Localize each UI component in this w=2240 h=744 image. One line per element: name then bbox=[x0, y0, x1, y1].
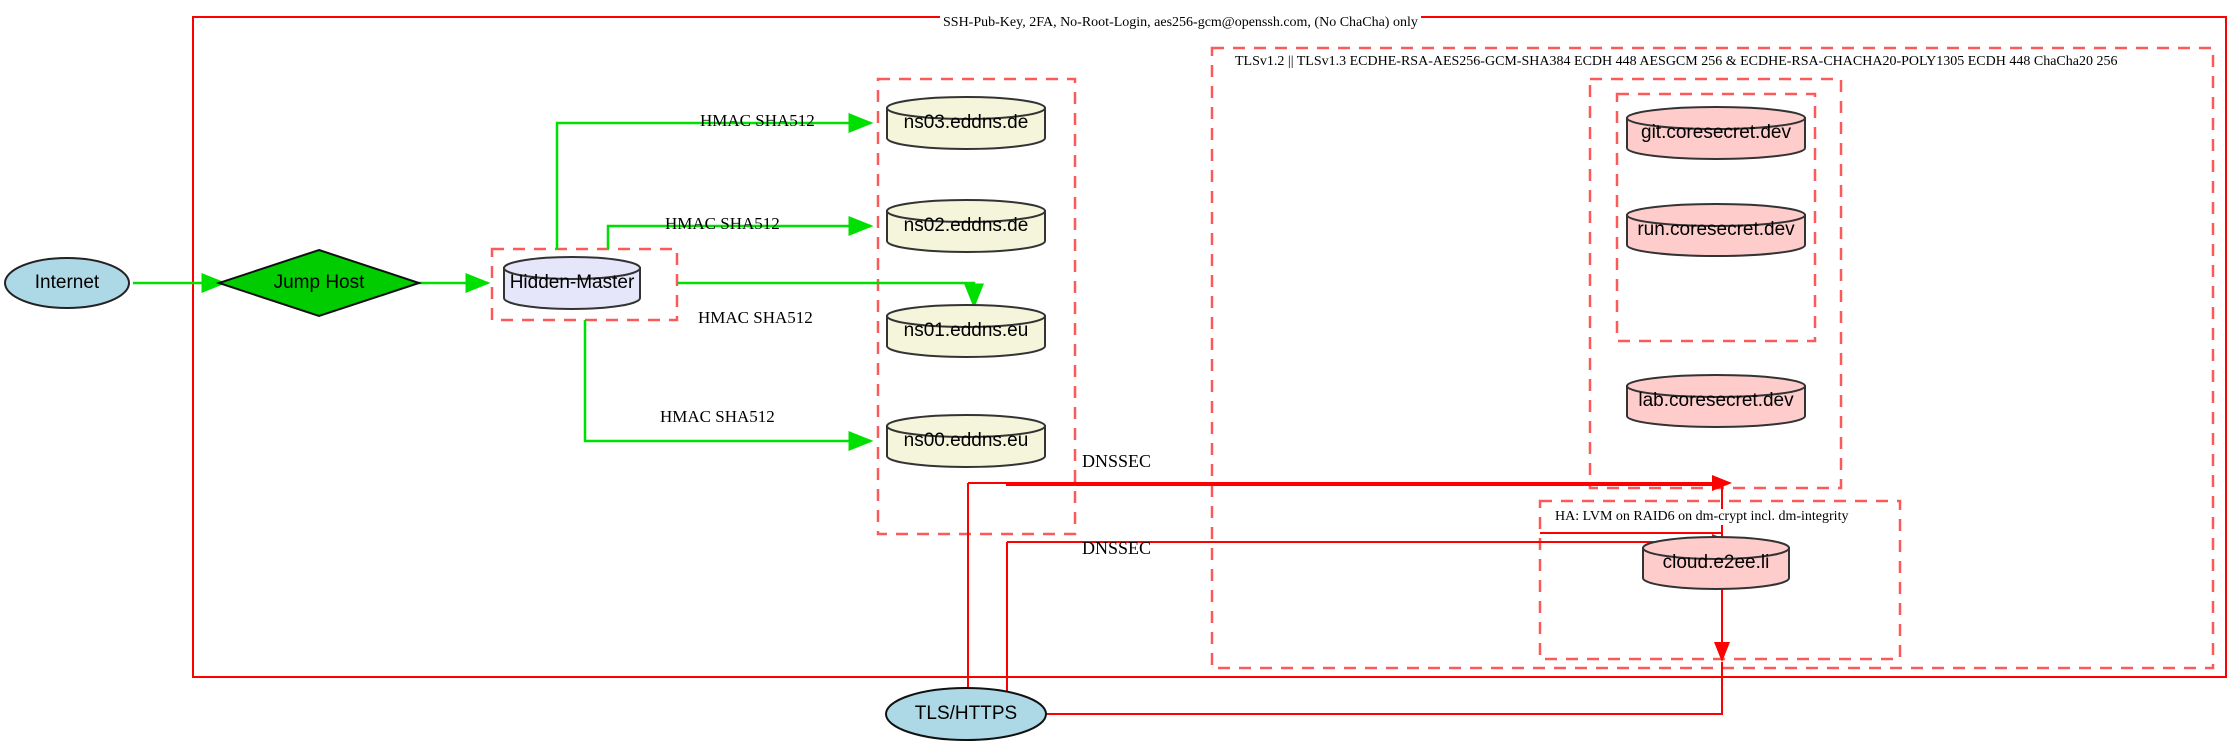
edge-label-dnssec-upper: DNSSEC bbox=[1082, 451, 1152, 471]
edge-master-ns03 bbox=[555, 113, 874, 249]
ssh-boundary-label: SSH-Pub-Key, 2FA, No-Root-Login, aes256-… bbox=[940, 15, 1421, 31]
node-hidden-master-shape[interactable] bbox=[503, 256, 641, 310]
edge-label-hmac-ns01: HMAC SHA512 bbox=[698, 308, 813, 327]
hidden-master-box bbox=[490, 247, 679, 322]
edge-label-dnssec-lower: DNSSEC bbox=[1082, 538, 1152, 558]
node-run-shape[interactable] bbox=[1626, 203, 1806, 257]
coresecret-inner-box bbox=[1615, 92, 1817, 343]
node-ns01-shape[interactable] bbox=[886, 304, 1046, 358]
edge-label-hmac-ns02: HMAC SHA512 bbox=[665, 214, 780, 233]
edge-label-hmac-ns03: HMAC SHA512 bbox=[700, 111, 815, 130]
node-internet-shape[interactable] bbox=[4, 257, 130, 309]
ssh-boundary-box bbox=[192, 16, 2227, 678]
edge-label-hmac-ns00: HMAC SHA512 bbox=[660, 407, 775, 426]
node-git-shape[interactable] bbox=[1626, 106, 1806, 160]
dns-slaves-box bbox=[876, 77, 1077, 536]
ha-cloud-label: HA: LVM on RAID6 on dm-crypt incl. dm-in… bbox=[1552, 509, 1852, 525]
node-lab-shape[interactable] bbox=[1626, 374, 1806, 428]
edge-tls-right bbox=[1046, 662, 1723, 715]
tls-zone-label: TLSv1.2 || TLSv1.3 ECDHE-RSA-AES256-GCM-… bbox=[1232, 54, 2121, 70]
node-ns03-shape[interactable] bbox=[886, 96, 1046, 150]
edge-master-ns01 bbox=[677, 281, 984, 309]
node-jumphost-shape[interactable] bbox=[215, 248, 423, 318]
node-cloud-shape[interactable] bbox=[1642, 536, 1790, 590]
node-ns00-shape[interactable] bbox=[886, 414, 1046, 468]
node-tls-https-shape[interactable] bbox=[885, 687, 1047, 741]
tls-zone-box bbox=[1210, 46, 2215, 670]
edge-master-ns00 bbox=[583, 320, 874, 451]
node-ns02-shape[interactable] bbox=[886, 199, 1046, 253]
edge-master-ns02 bbox=[606, 216, 874, 249]
